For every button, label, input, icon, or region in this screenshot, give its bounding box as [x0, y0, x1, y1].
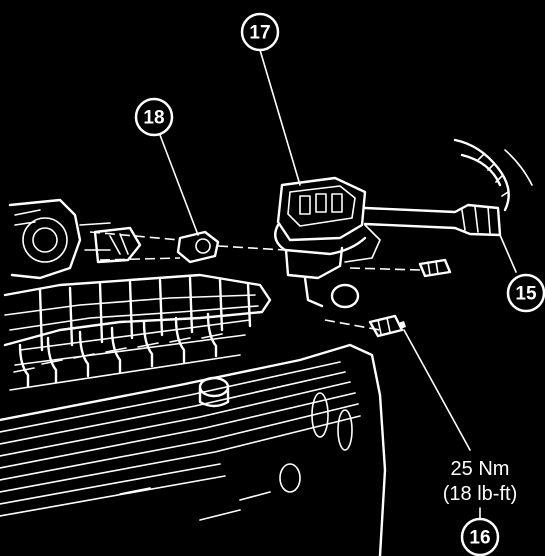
egr-electrical-connector [363, 138, 533, 237]
svg-text:18: 18 [143, 108, 164, 129]
svg-text:17: 17 [249, 23, 270, 44]
fuel-injectors [9, 312, 241, 391]
egr-tube-gasket [89, 230, 286, 264]
egr-valve [274, 176, 421, 331]
cylinder-head [0, 343, 387, 556]
intake-manifold [3, 273, 272, 366]
throttle-body [8, 198, 142, 280]
torque-spec: 25 Nm (18 lb-ft) [443, 458, 517, 505]
callout-16: 16 [460, 517, 500, 556]
torque-imperial: (18 lb-ft) [443, 483, 517, 505]
svg-text:15: 15 [515, 284, 537, 305]
callout-18: 18 [134, 97, 174, 137]
callout-15: 15 [506, 273, 545, 313]
mounting-bolts [368, 258, 452, 338]
svg-text:16: 16 [469, 528, 490, 549]
leader-lines [159, 49, 517, 523]
callout-17: 17 [240, 12, 280, 52]
torque-metric: 25 Nm [451, 458, 510, 480]
